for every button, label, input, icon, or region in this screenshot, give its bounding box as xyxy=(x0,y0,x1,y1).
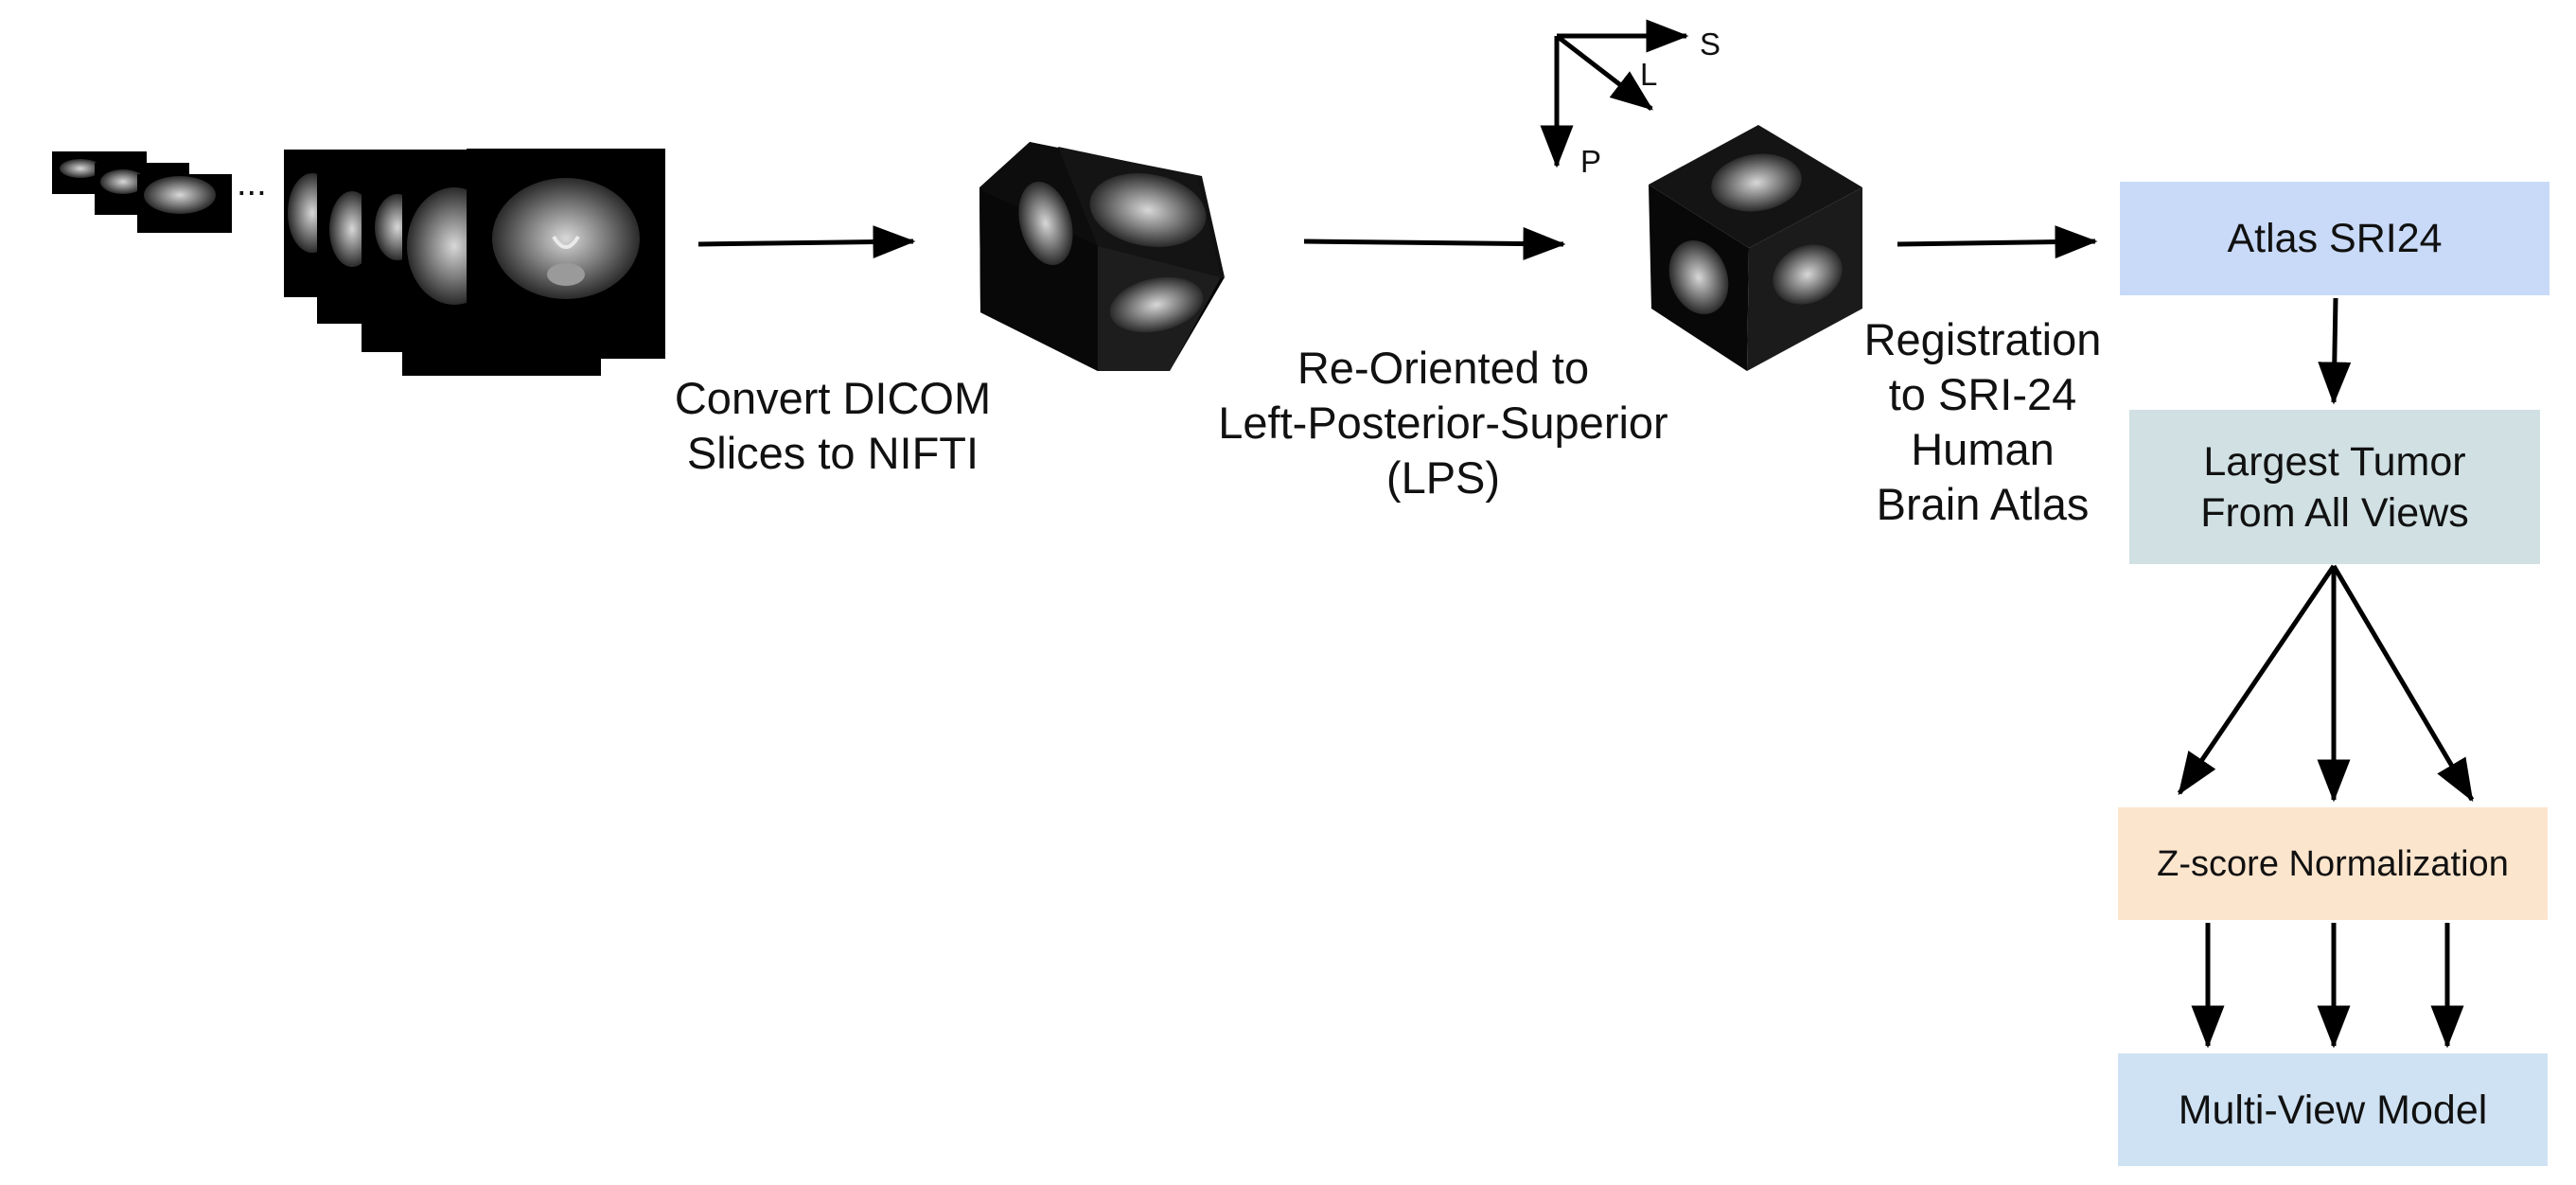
convert-step-label: Convert DICOM Slices to NIFTI xyxy=(674,373,992,478)
lps-axes xyxy=(1540,19,1689,168)
axis-p-label: P xyxy=(1580,144,1602,179)
small-slice-stack xyxy=(52,151,232,233)
atlas-sri24-box: Atlas SRI24 xyxy=(2120,182,2550,295)
largest-tumor-box: Largest Tumor From All Views xyxy=(2129,410,2540,564)
arrow-atlas-to-largest xyxy=(2318,297,2352,405)
zscore-normalization-box: Z-score Normalization xyxy=(2118,807,2548,920)
large-slice-stack xyxy=(284,149,665,376)
axis-l-label: L xyxy=(1640,57,1658,92)
ellipsis: ... xyxy=(237,164,267,203)
axis-s-label: S xyxy=(1700,27,1721,62)
registration-step-label: Registration to SRI-24 Human Brain Atlas xyxy=(1863,314,2102,529)
reorient-step-label: Re-Oriented to Left-Posterior-Superior (… xyxy=(1218,343,1668,503)
arrow-register xyxy=(1897,225,2098,259)
arrow-reorient xyxy=(1303,227,1566,261)
arrow-convert xyxy=(697,225,916,259)
reoriented-brain-cube xyxy=(1649,125,1862,371)
multi-view-model-box: Multi-View Model xyxy=(2118,1053,2548,1166)
brain-cube-volume xyxy=(979,142,1225,371)
arrow-largest-to-zscore-left xyxy=(2177,564,2337,796)
arrow-largest-to-zscore-right xyxy=(2331,564,2475,803)
